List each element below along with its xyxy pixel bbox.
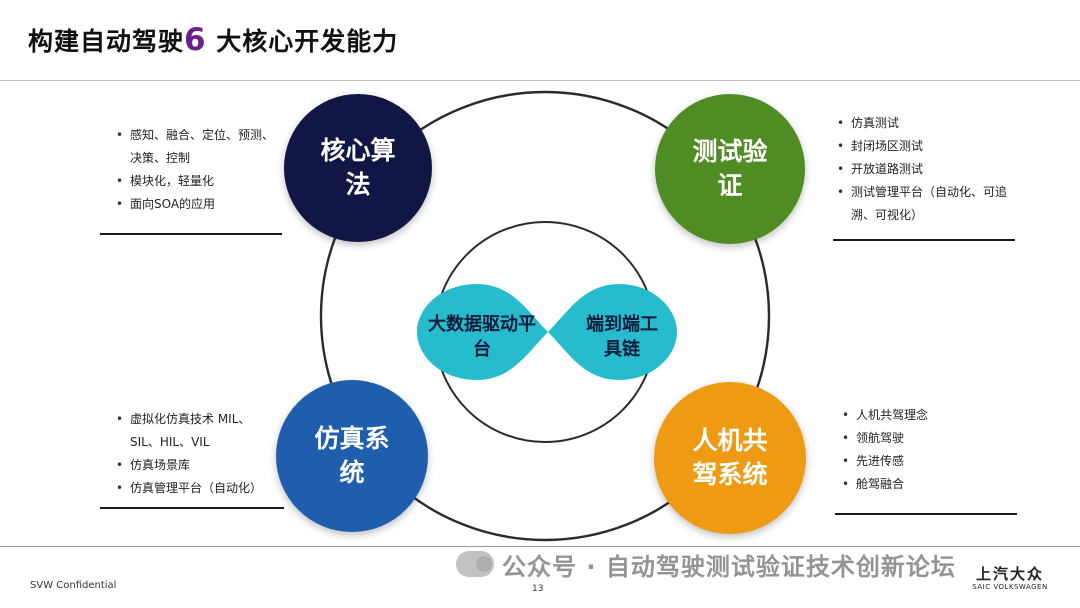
- test-verification-label: 测试验证: [692, 137, 768, 200]
- bullet-item: 领航驾驶: [842, 427, 1012, 450]
- bullet-item: 开放道路测试: [837, 158, 1015, 181]
- core-algorithm-label: 核心算法: [320, 136, 396, 199]
- human-machine-codriving-label: 人机共驾系统: [692, 426, 768, 489]
- core-algorithm-circle: 核心算法: [284, 94, 432, 242]
- right-teardrop: [548, 284, 677, 380]
- big-data-platform-label: 大数据驱动平台: [428, 314, 536, 360]
- test-verification-circle: 测试验证: [655, 94, 805, 244]
- brand-logo: 上汽大众 SAIC VOLKSWAGEN: [972, 566, 1048, 592]
- watermark-text: 公众号 · 自动驾驶测试验证技术创新论坛: [502, 552, 956, 581]
- bullet-item: 面向SOA的应用: [116, 193, 278, 216]
- simulation-system-bullets: 虚拟化仿真技术 MIL、SIL、HIL、VIL 仿真场景库 仿真管理平台（自动化…: [116, 408, 278, 500]
- slide-title: 构建自动驾驶6 大核心开发能力: [28, 22, 398, 58]
- human-machine-codriving-circle: 人机共驾系统: [654, 382, 806, 534]
- outer-ring: [319, 90, 771, 542]
- test-verification-bullets: 仿真测试 封闭场区测试 开放道路测试 测试管理平台（自动化、可追溯、可视化）: [837, 112, 1015, 227]
- bullet-item: 人机共驾理念: [842, 404, 1012, 427]
- simulation-system-label: 仿真系统: [314, 424, 390, 487]
- watermark: 公众号 · 自动驾驶测试验证技术创新论坛: [456, 547, 956, 581]
- confidential-label: SVW Confidential: [30, 580, 117, 591]
- title-number: 6: [184, 22, 207, 58]
- wechat-icon: [456, 551, 494, 577]
- bullet-item: 仿真管理平台（自动化）: [116, 477, 278, 500]
- logo-chinese: 上汽大众: [975, 565, 1044, 583]
- bullet-item: 感知、融合、定位、预测、决策、控制: [116, 124, 278, 170]
- test-verification-underline: [833, 239, 1015, 241]
- title-divider: [0, 80, 1080, 81]
- bullet-item: 封闭场区测试: [837, 135, 1015, 158]
- bullet-item: 测试管理平台（自动化、可追溯、可视化）: [837, 181, 1015, 227]
- simulation-system-underline: [100, 507, 284, 509]
- human-machine-codriving-underline: [835, 513, 1017, 515]
- left-teardrop: [417, 284, 548, 380]
- bullet-item: 先进传感: [842, 450, 1012, 473]
- bullet-item: 仿真场景库: [116, 454, 278, 477]
- logo-english: SAIC VOLKSWAGEN: [972, 583, 1048, 591]
- core-algorithm-underline: [100, 233, 282, 235]
- human-machine-codriving-bullets: 人机共驾理念 领航驾驶 先进传感 舱驾融合: [842, 404, 1012, 496]
- bullet-item: 虚拟化仿真技术 MIL、SIL、HIL、VIL: [116, 408, 278, 454]
- title-suffix: 大核心开发能力: [206, 27, 399, 56]
- bullet-item: 舱驾融合: [842, 473, 1012, 496]
- e2e-toolchain-label: 端到端工具链: [586, 314, 658, 360]
- bullet-item: 模块化，轻量化: [116, 170, 278, 193]
- simulation-system-circle: 仿真系统: [276, 380, 428, 532]
- footer-divider: [0, 546, 1080, 547]
- title-prefix: 构建自动驾驶: [28, 27, 185, 56]
- core-algorithm-bullets: 感知、融合、定位、预测、决策、控制 模块化，轻量化 面向SOA的应用: [116, 124, 278, 216]
- page-number: 13: [532, 584, 544, 594]
- bullet-item: 仿真测试: [837, 112, 1015, 135]
